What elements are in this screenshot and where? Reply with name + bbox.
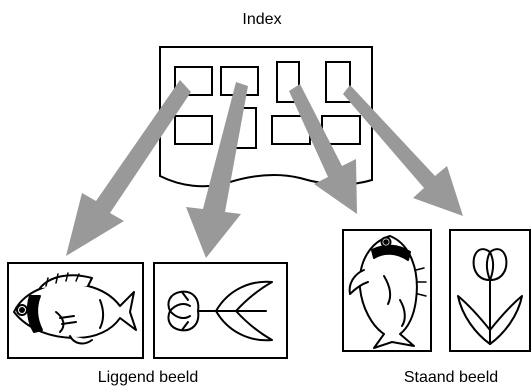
arrow-3	[289, 84, 357, 214]
arrow-1	[66, 80, 191, 256]
arrow-2	[186, 82, 248, 258]
fish-icon	[348, 235, 427, 349]
portrait-print-fish	[342, 229, 432, 352]
arrows	[66, 80, 463, 258]
tulip-icon	[167, 280, 273, 342]
arrow-4	[343, 85, 463, 216]
index-thumb-3	[276, 61, 300, 103]
portrait-print-tulip	[449, 229, 531, 352]
landscape-print-fish	[7, 262, 144, 359]
tulip-icon	[457, 248, 523, 345]
portrait-label: Staand beeld	[404, 369, 498, 386]
landscape-label: Liggend beeld	[98, 369, 199, 386]
fish-icon	[13, 272, 137, 345]
index-label: Index	[242, 11, 281, 28]
index-thumb-5	[174, 115, 213, 145]
landscape-print-tulip	[153, 262, 288, 359]
index-thumb-1	[174, 66, 213, 96]
index-thumb-4	[325, 61, 351, 103]
